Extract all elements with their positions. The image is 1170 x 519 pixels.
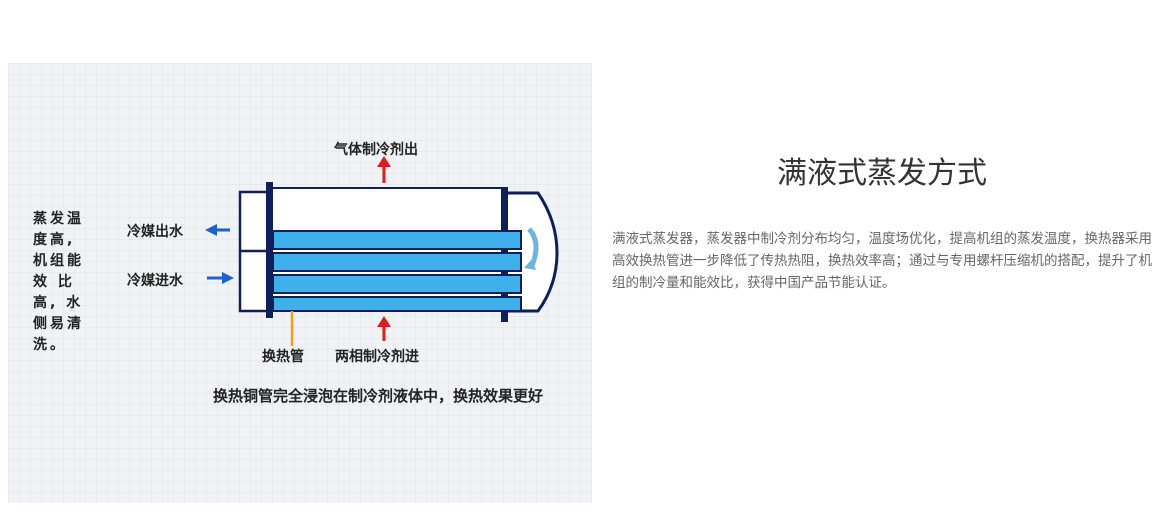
return-flow-arrowhead (524, 259, 536, 270)
heat-exchange-tube-label: 换热管 (262, 349, 304, 365)
heat-tube-3 (272, 274, 522, 294)
two-phase-in-arrowhead (377, 316, 391, 327)
gas-refrigerant-out-label: 气体制冷剂出 (334, 142, 418, 158)
side-note-line: 机组能 (33, 253, 84, 269)
side-note-line: 高, 水 (33, 295, 84, 311)
coolant-out-arrowhead (205, 224, 217, 236)
side-note-line: 度高, (33, 232, 76, 248)
diagram-panel: 蒸发温 度高, 机组能 效 比 高, 水 侧易清 洗。 气体制冷剂出 冷媒出水 … (8, 63, 592, 503)
coolant-in-label: 冷媒进水 (127, 273, 183, 289)
side-note: 蒸发温 度高, 机组能 效 比 高, 水 侧易清 洗。 (33, 209, 101, 356)
heat-tube-1 (272, 230, 522, 250)
section-title: 满液式蒸发方式 (777, 156, 987, 191)
diagram-caption: 换热铜管完全浸泡在制冷剂液体中，换热效果更好 (213, 387, 544, 405)
section-description: 满液式蒸发器，蒸发器中制冷剂分布均匀，温度场优化，提高机组的蒸发温度，换热器采用… (612, 231, 1152, 291)
gas-out-arrowhead (377, 156, 391, 167)
heat-tube-2 (272, 252, 522, 272)
coolant-in-arrowhead (222, 272, 234, 284)
heat-tube-4 (272, 296, 522, 312)
side-note-line: 效 比 (33, 274, 75, 290)
coolant-out-label: 冷媒出水 (127, 224, 183, 240)
side-note-line: 蒸发温 (33, 211, 84, 227)
left-tube-sheet (266, 182, 273, 318)
evaporator-diagram (8, 63, 592, 503)
two-phase-refrigerant-in-label: 两相制冷剂进 (335, 349, 419, 365)
side-note-line: 侧易清 (33, 316, 84, 332)
side-note-line: 洗。 (33, 337, 67, 353)
